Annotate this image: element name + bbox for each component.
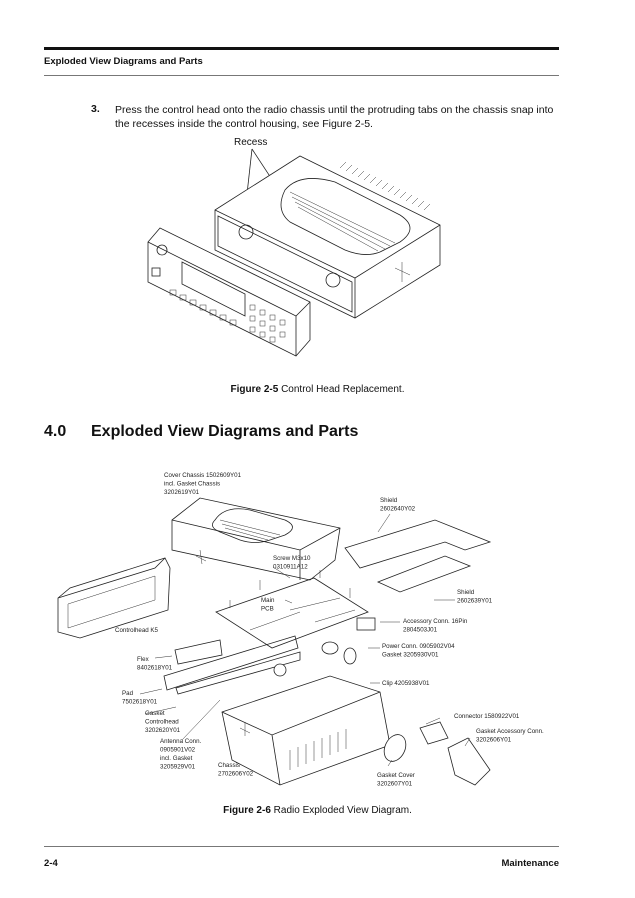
screw-label-1: Screw M3x10 (273, 555, 311, 562)
antenna-conn-label-4: 3205929V01 (160, 764, 196, 771)
screw-label-2: 0310911A12 (273, 564, 308, 571)
step-text: Press the control head onto the radio ch… (115, 104, 554, 130)
main-pcb-label-2: PCB (261, 606, 274, 613)
part-labels: Cover Chassis 1502609Y01 incl. Gasket Cha… (115, 472, 544, 788)
main-pcb-label-1: Main (261, 597, 275, 604)
shield-2-label-1: Shield (457, 589, 475, 596)
flex-label-1: Flex (137, 656, 150, 663)
figure-2-5-label: Figure 2-5 (230, 384, 279, 395)
accessory-connector-drawing (356, 617, 376, 631)
svg-text:Connector 1580922V01: Connector 1580922V01 (454, 713, 520, 720)
gasket-controlhead-drawing (175, 651, 301, 695)
gasket-controlhead-label-1: Gasket (145, 710, 165, 717)
power-conn-label-2: Gasket 3205930V01 (382, 652, 439, 659)
shield-1-label-2: 2602640Y02 (380, 506, 416, 513)
control-head (147, 227, 311, 357)
connector-label: Connector 1580922V01 (454, 713, 520, 720)
gasket-cover-drawing (383, 734, 407, 762)
figure-2-6-label: Figure 2-6 (223, 805, 271, 816)
gasket-controlhead-label-2: Controlhead (145, 719, 179, 726)
figure-2-6-caption: Figure 2-6 Radio Exploded View Diagram. (0, 805, 635, 816)
power-conn-label-1: Power Conn. 0905902V04 (382, 643, 455, 650)
antenna-conn-label-1: Antenna Conn. (160, 738, 202, 745)
cover-chassis-label-3: 3202619Y01 (164, 489, 200, 496)
accessory-conn-label-1: Accessory Conn. 16Pin (403, 618, 468, 625)
page-number: 2-4 (44, 858, 58, 869)
step-number: 3. (91, 103, 100, 115)
header-rule (44, 47, 559, 50)
shield-drawings (344, 519, 492, 593)
running-header: Exploded View Diagrams and Parts (44, 56, 203, 67)
figure-2-6-text: Radio Exploded View Diagram. (270, 805, 412, 816)
controlhead-label: Controlhead K5 (115, 627, 159, 634)
section-title: Exploded View Diagrams and Parts (91, 423, 359, 440)
connector-drawing (419, 721, 449, 745)
antenna-conn-label-2: 0905901V02 (160, 747, 196, 754)
figure-2-5-text: Control Head Replacement. (278, 384, 405, 395)
controlhead-drawing (57, 557, 171, 639)
chassis-label-1: Chassis (218, 762, 240, 769)
power-conn-drawing (321, 641, 357, 665)
gasket-cover-label-1: Gasket Cover (377, 772, 415, 779)
gasket-accessory-label-1: Gasket Accessory Conn. (476, 728, 544, 735)
chassis-drawing (221, 675, 391, 786)
pad-label-1: Pad (122, 690, 134, 697)
cover-chassis-label-2: incl. Gasket Chassis (164, 481, 220, 488)
radio-chassis (214, 155, 441, 319)
gasket-cover-label-2: 3202607Y01 (377, 781, 413, 788)
recess-callout: Recess (234, 137, 267, 148)
antenna-conn-label-3: incl. Gasket (160, 755, 193, 762)
svg-text:Controlhead K5: Controlhead K5 (115, 627, 159, 634)
svg-text:Clip 4205938V01: Clip 4205938V01 (382, 680, 430, 687)
header-divider (44, 75, 559, 76)
footer-divider (44, 846, 559, 847)
gasket-accessory-drawing (447, 737, 491, 786)
cover-chassis-drawing (171, 497, 341, 581)
gasket-controlhead-label-3: 3202620Y01 (145, 727, 181, 734)
section-number: 4.0 (44, 423, 67, 440)
leader-lines (139, 513, 471, 767)
cover-chassis-label-1: Cover Chassis 1502609Y01 (164, 472, 242, 479)
shield-2-label-2: 2602639Y01 (457, 598, 493, 605)
main-pcb-drawing (215, 570, 369, 649)
flex-label-2: 8402618Y01 (137, 665, 173, 672)
chassis-label-2: 2702606Y02 (218, 771, 254, 778)
accessory-conn-label-2: 2804503J01 (403, 627, 438, 634)
figure-2-5-caption: Figure 2-5 Control Head Replacement. (0, 384, 635, 395)
clip-label: Clip 4205938V01 (382, 680, 430, 687)
flex-drawing (174, 639, 223, 665)
chapter-name: Maintenance (501, 858, 559, 869)
pad-label-2: 7502618Y01 (122, 699, 158, 706)
gasket-accessory-label-2: 3202606Y01 (476, 737, 512, 744)
svg-text:Gasket Accessory Conn.3202606Y: Gasket Accessory Conn. 3202606Y01 (476, 728, 544, 744)
shield-1-label-1: Shield (380, 497, 398, 504)
antenna-conn-drawing (273, 663, 287, 677)
pad-drawing (163, 635, 299, 691)
